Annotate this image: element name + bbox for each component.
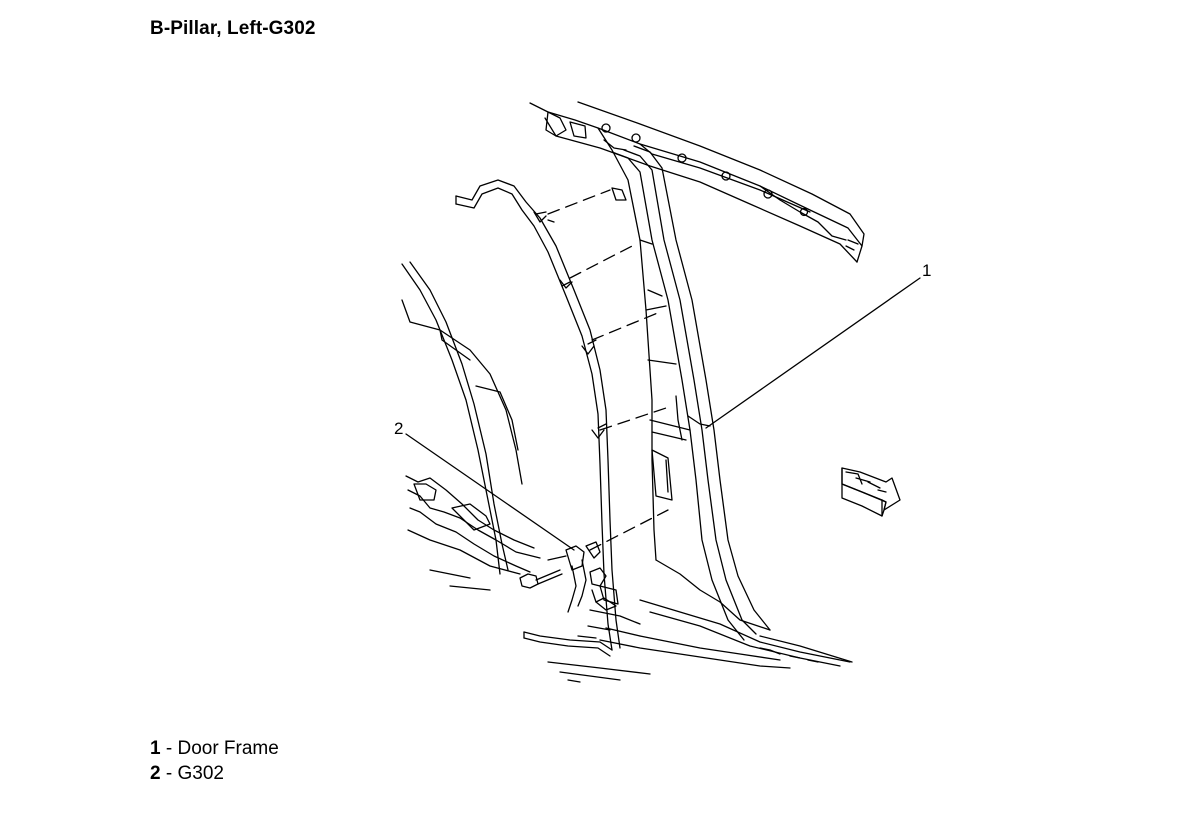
legend-label: Door Frame bbox=[177, 738, 279, 759]
callout-number-2: 2 bbox=[394, 419, 403, 438]
wire-harness bbox=[455, 179, 621, 657]
legend-separator: - bbox=[160, 763, 178, 784]
legend-number: 1 bbox=[150, 738, 161, 759]
wheel-opening bbox=[401, 261, 523, 575]
legend: 1 - Door Frame 2 - G302 bbox=[150, 736, 279, 786]
g302-ground bbox=[519, 541, 619, 613]
callout-number-1: 1 bbox=[922, 261, 931, 280]
lower-bracket bbox=[405, 475, 541, 591]
legend-label: G302 bbox=[177, 763, 224, 784]
callout-leaders bbox=[405, 277, 921, 551]
legend-item-door-frame: 1 - Door Frame bbox=[150, 736, 279, 761]
legend-separator: - bbox=[160, 738, 178, 759]
diagram-title: B-Pillar, Left-G302 bbox=[150, 18, 316, 39]
legend-item-g302: 2 - G302 bbox=[150, 761, 279, 786]
clip-leaders bbox=[547, 189, 669, 551]
b-pillar bbox=[597, 127, 771, 641]
roof-rail bbox=[529, 101, 865, 263]
rocker-sill bbox=[547, 597, 853, 683]
legend-number: 2 bbox=[150, 763, 161, 784]
front-direction-arrow-icon bbox=[841, 467, 901, 517]
